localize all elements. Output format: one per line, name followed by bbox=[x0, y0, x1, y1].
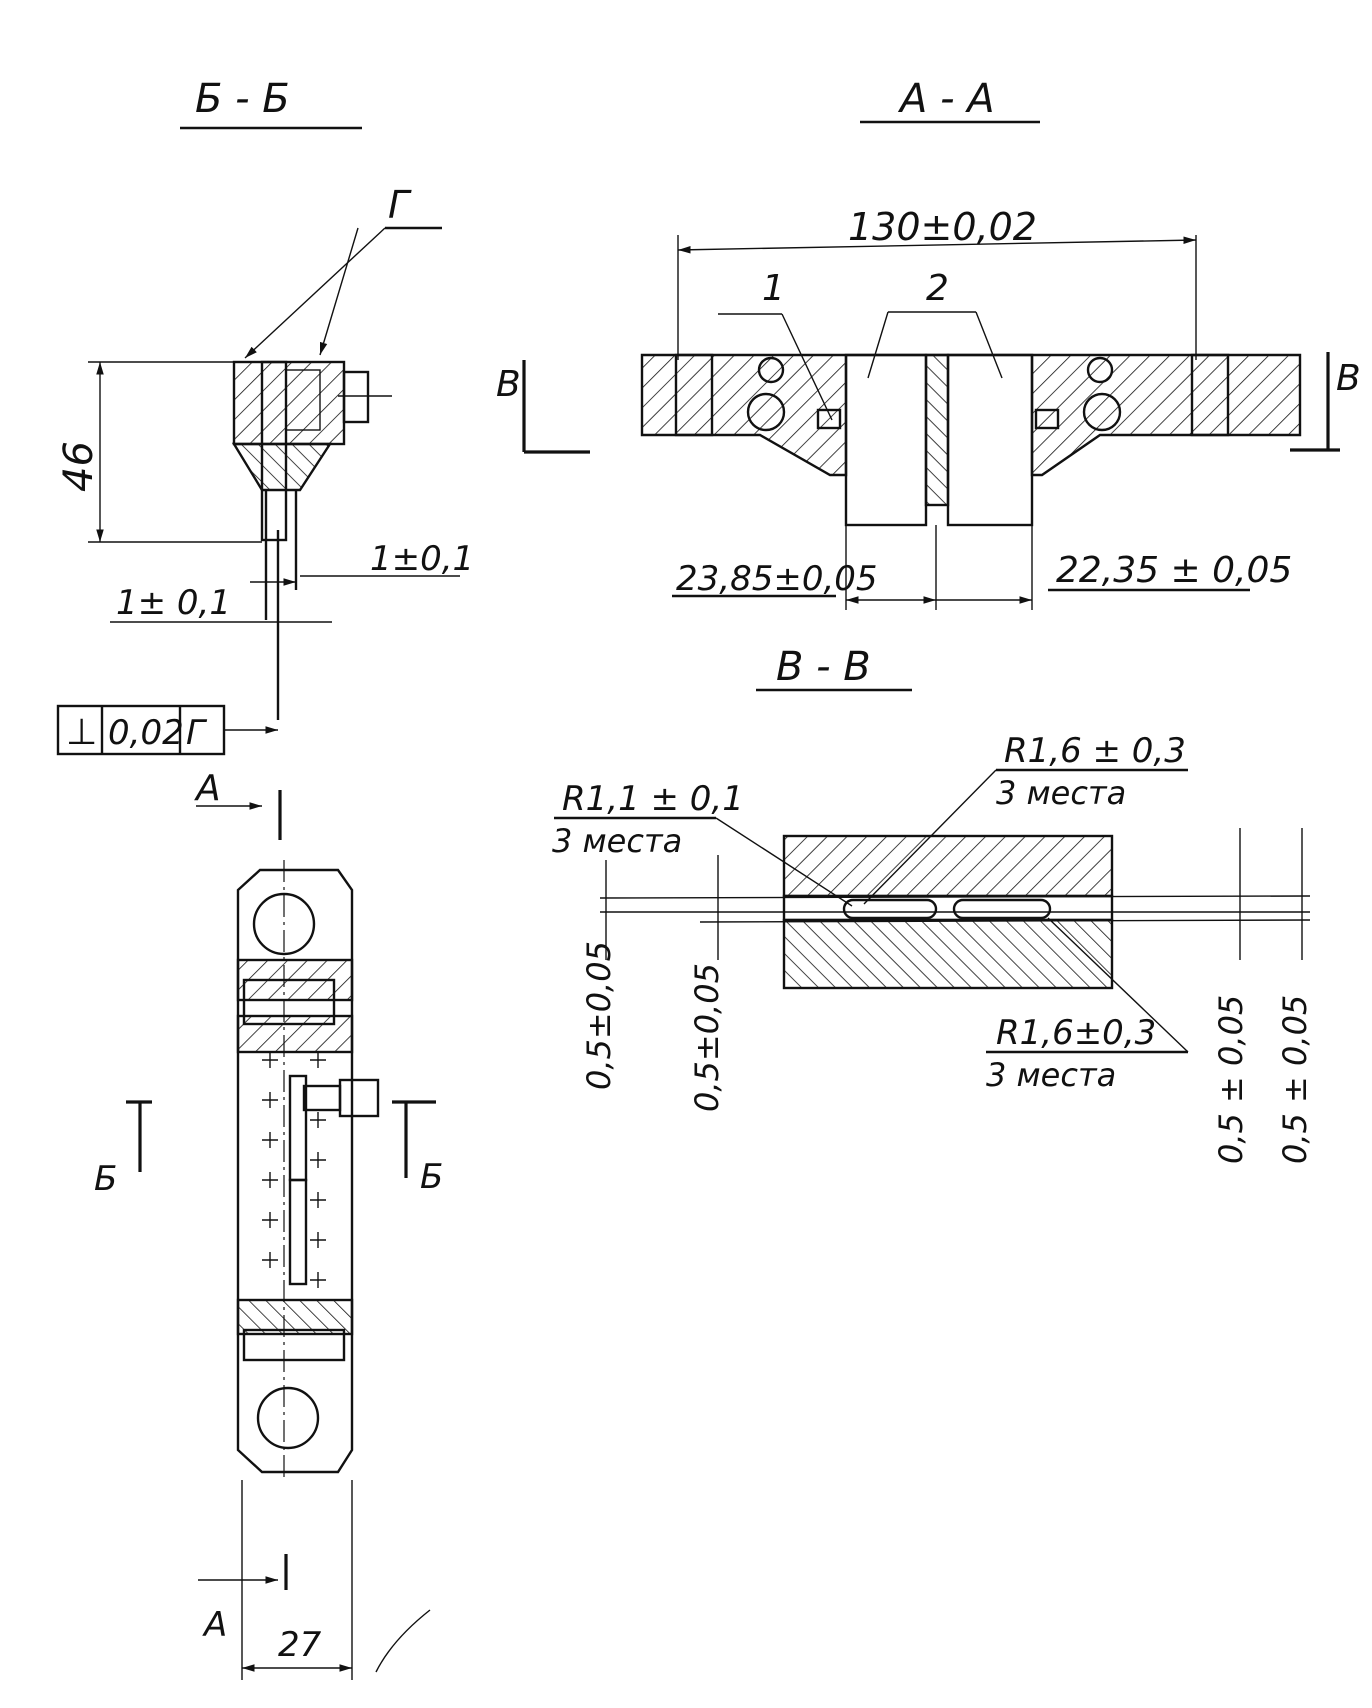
dim-27: 27 bbox=[278, 1625, 322, 1665]
dim-46: 46 bbox=[56, 441, 102, 492]
cut-mark-a-bottom: А bbox=[202, 1605, 227, 1645]
section-bb-title: Б - Б bbox=[195, 76, 290, 122]
dim-vv-2: 0,5±0,05 bbox=[688, 963, 726, 1112]
radius-bottom-label: R1,6±0,3 bbox=[996, 1013, 1156, 1053]
tolerance-value: 0,02 bbox=[108, 713, 184, 753]
cut-mark-b-right: Б bbox=[420, 1157, 443, 1197]
section-aa-title: А - А bbox=[897, 76, 995, 122]
section-aa-view: А - А 130±0,02 1 2 В В bbox=[496, 76, 1361, 610]
radius-top-label: R1,6 ± 0,3 bbox=[1004, 731, 1186, 771]
surface-label-g: Г bbox=[388, 183, 412, 227]
dim-1-left: 1± 0,1 bbox=[116, 583, 231, 623]
dim-22-35: 22,35 ± 0,05 bbox=[1056, 550, 1292, 591]
cut-mark-a-top: А bbox=[194, 768, 221, 809]
part-label-1: 1 bbox=[762, 268, 785, 309]
section-vv-title: В - В bbox=[776, 644, 871, 690]
section-bb-view: Б - Б Г 46 1±0,1 1± 0,1 bbox=[56, 76, 474, 756]
tolerance-frame: ⊥ 0,02 Г bbox=[56, 704, 278, 756]
dim-1-right: 1±0,1 bbox=[370, 539, 474, 579]
part-label-2: 2 bbox=[926, 268, 949, 309]
dim-vv-1: 0,5±0,05 bbox=[580, 941, 618, 1090]
cut-mark-b-left: Б bbox=[94, 1159, 117, 1199]
perpendicularity-symbol: ⊥ bbox=[66, 712, 97, 753]
cut-mark-v-left: В bbox=[496, 364, 521, 405]
radius-left-label: R1,1 ± 0,1 bbox=[562, 779, 744, 819]
radius-bottom-note: 3 места bbox=[986, 1056, 1116, 1094]
plan-view: А Б bbox=[94, 768, 443, 1680]
dim-130: 130±0,02 bbox=[848, 205, 1037, 249]
cut-mark-v-right: В bbox=[1336, 358, 1361, 399]
section-vv-view: В - В R1,6 ± 0,3 3 места R1,1 ± 0,1 3 ме… bbox=[552, 644, 1314, 1164]
dim-vv-3: 0,5 ± 0,05 bbox=[1212, 995, 1250, 1164]
dim-vv-4: 0,5 ± 0,05 bbox=[1276, 995, 1314, 1164]
tolerance-datum: Г bbox=[186, 713, 208, 753]
radius-top-note: 3 места bbox=[996, 774, 1126, 812]
radius-left-note: 3 места bbox=[552, 822, 682, 860]
dim-23-85: 23,85±0,05 bbox=[676, 559, 878, 599]
